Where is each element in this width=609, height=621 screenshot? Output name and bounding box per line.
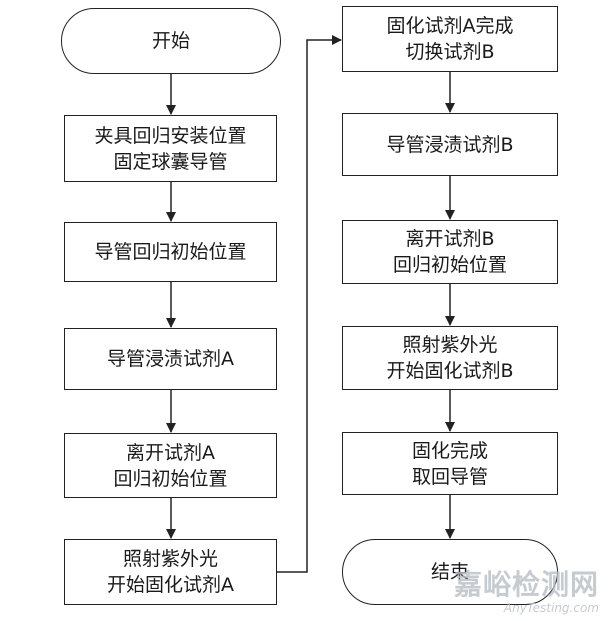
watermark-sub: AnyTesting.com — [503, 601, 599, 615]
step-leave-reagent-a: 离开试剂A 回归初始位置 — [64, 433, 277, 498]
end-label: 结束 — [430, 561, 469, 583]
step-label: 夹具回归安装位置 固定球囊导管 — [94, 124, 247, 173]
step-uv-cure-a: 照射紫外光 开始固化试剂A — [64, 539, 277, 605]
arrow-step5-to-step6 — [277, 35, 342, 573]
step-uv-cure-b: 照射紫外光 开始固化试剂B — [342, 326, 558, 390]
watermark-main: 嘉峪检测网 — [453, 568, 599, 601]
step-retrieve-catheter: 固化完成 取回导管 — [342, 432, 558, 495]
step-label: 固化试剂A完成 切换试剂B — [386, 15, 514, 63]
start-label: 开始 — [151, 30, 190, 52]
step-catheter-home: 导管回归初始位置 — [64, 222, 277, 282]
step-leave-reagent-b: 离开试剂B 回归初始位置 — [342, 220, 558, 284]
step-label: 离开试剂A 回归初始位置 — [113, 441, 228, 490]
step-dip-reagent-a: 导管浸渍试剂A — [64, 328, 277, 390]
step-label: 照射紫外光 开始固化试剂B — [386, 334, 514, 382]
end-terminal: 结束 — [342, 539, 558, 605]
step-fixture-return: 夹具回归安装位置 固定球囊导管 — [64, 115, 277, 182]
step-label: 导管回归初始位置 — [94, 241, 247, 263]
step-label: 导管浸渍试剂B — [386, 133, 514, 156]
watermark: 嘉峪检测网 AnyTesting.com — [453, 568, 599, 616]
step-label: 照射紫外光 开始固化试剂A — [107, 548, 234, 596]
step-label: 固化完成 取回导管 — [411, 439, 488, 488]
start-terminal: 开始 — [61, 8, 281, 74]
step-dip-reagent-b: 导管浸渍试剂B — [342, 113, 558, 176]
step-label: 离开试剂B 回归初始位置 — [392, 228, 507, 276]
step-label: 导管浸渍试剂A — [107, 348, 234, 370]
step-switch-reagent-b: 固化试剂A完成 切换试剂B — [342, 6, 558, 72]
